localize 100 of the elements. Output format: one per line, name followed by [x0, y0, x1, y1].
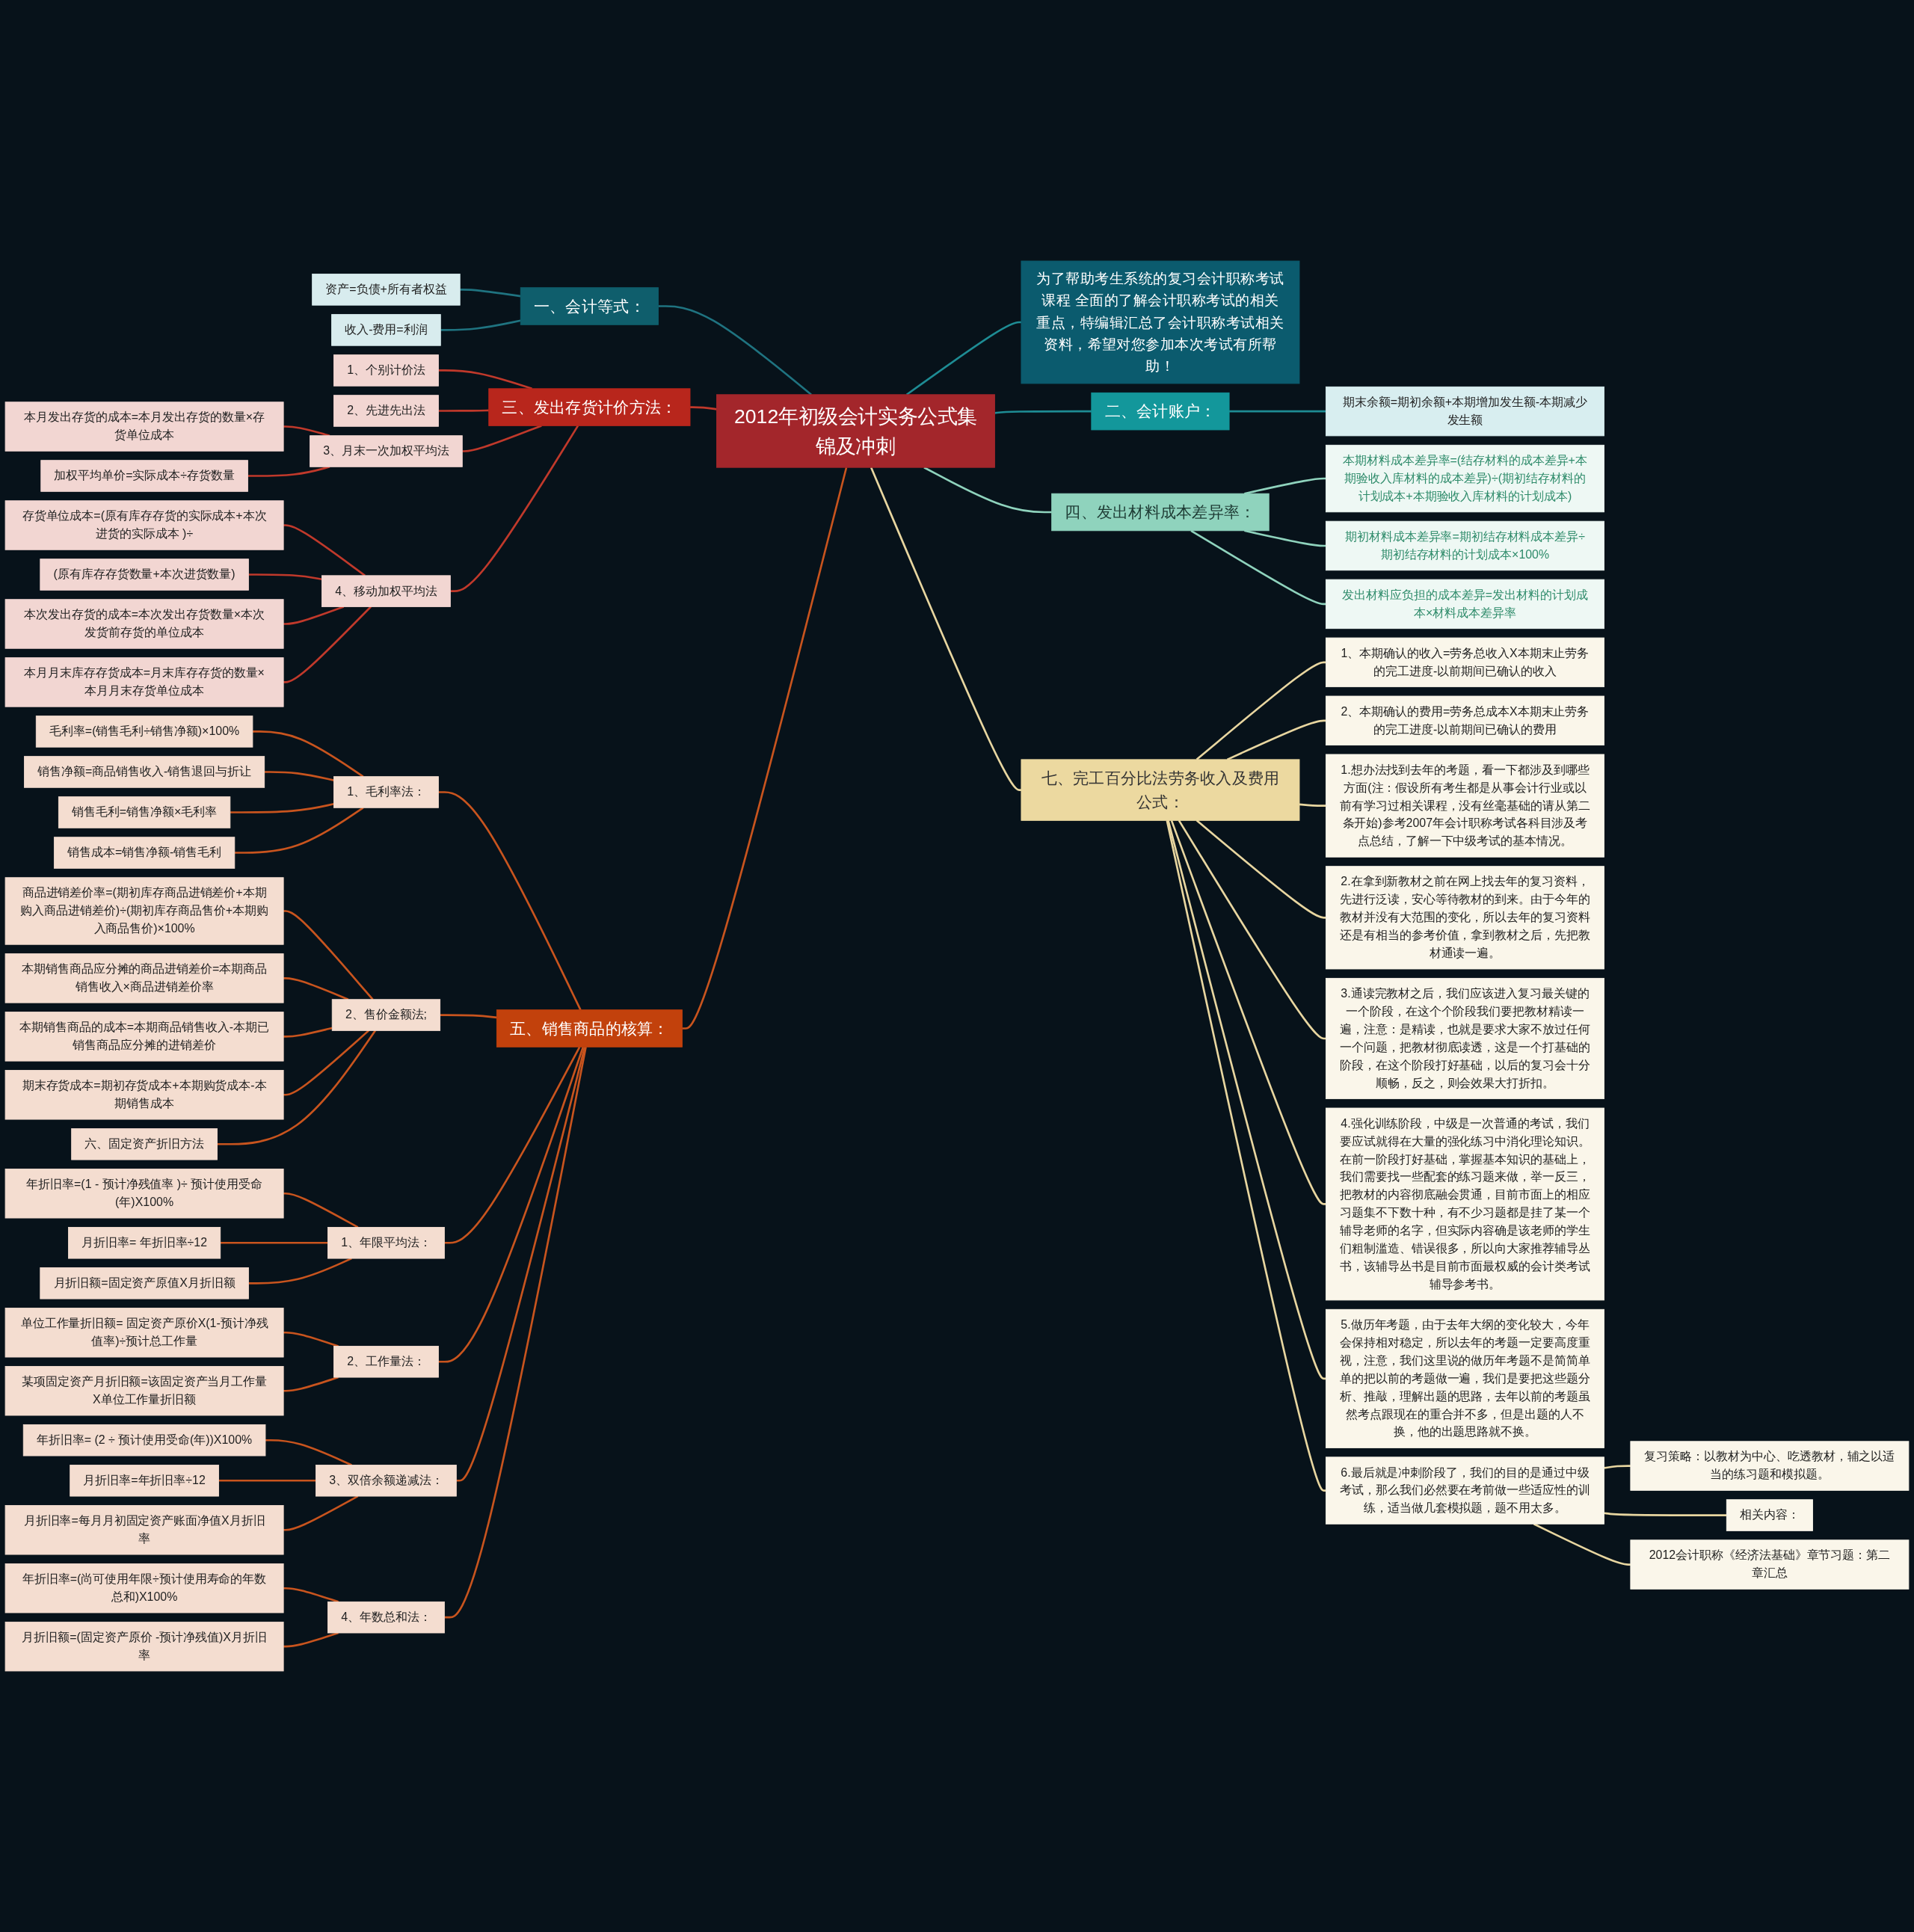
node-box — [1630, 1539, 1910, 1590]
node-box — [1325, 1308, 1604, 1448]
node-box — [331, 314, 441, 346]
connector — [1196, 661, 1326, 760]
connector — [1170, 819, 1326, 1205]
node-box — [333, 1346, 439, 1378]
node-box — [496, 1009, 683, 1047]
connector — [283, 1192, 359, 1228]
connector — [247, 466, 330, 477]
node-box — [4, 1563, 284, 1613]
connector — [283, 977, 349, 1000]
connector — [220, 1241, 328, 1244]
connector — [690, 406, 717, 410]
node-box — [1325, 520, 1604, 571]
connector — [234, 807, 364, 854]
connector — [248, 573, 322, 581]
node-box — [327, 1227, 445, 1259]
connector — [438, 409, 489, 412]
node-box — [4, 1308, 284, 1358]
connector — [444, 1047, 587, 1619]
connector — [438, 791, 582, 1011]
node-box — [53, 837, 236, 869]
node-box — [1325, 1107, 1604, 1301]
connector — [283, 1027, 333, 1038]
node-box — [1051, 493, 1270, 532]
connector — [218, 1479, 316, 1482]
node-box — [1726, 1499, 1813, 1531]
connector — [994, 410, 1092, 414]
connector — [658, 305, 812, 396]
node-box — [333, 395, 439, 427]
node-box — [35, 716, 253, 748]
node-box — [70, 1465, 219, 1497]
node-box — [327, 1601, 445, 1634]
connector — [1533, 1523, 1631, 1566]
node-box — [4, 1621, 284, 1672]
connector — [1196, 819, 1326, 919]
connector — [283, 425, 330, 437]
node-box — [71, 1128, 218, 1160]
connector — [870, 467, 1022, 791]
connector — [283, 524, 366, 576]
node-box — [321, 575, 451, 607]
node-box — [333, 354, 439, 387]
node-box — [1325, 977, 1604, 1100]
node-box — [1021, 260, 1300, 384]
node-box — [40, 1267, 249, 1299]
node-box — [1325, 386, 1604, 437]
node-box — [333, 776, 439, 808]
node-box — [1325, 866, 1604, 970]
node-box — [312, 274, 461, 306]
node-box — [1630, 1441, 1910, 1491]
node-box — [4, 877, 284, 945]
connector — [1244, 477, 1326, 495]
connector — [1190, 529, 1326, 606]
connector — [1299, 803, 1326, 807]
connector — [440, 319, 521, 331]
node-box — [4, 500, 284, 550]
node-box — [1325, 695, 1604, 746]
node-box — [1325, 579, 1604, 630]
node-box — [716, 394, 995, 468]
node-box — [22, 1424, 266, 1456]
node-box — [4, 953, 284, 1003]
connector — [283, 1376, 339, 1392]
node-box — [58, 796, 231, 828]
node-box — [4, 1012, 284, 1062]
node-box — [4, 657, 284, 707]
node-box — [4, 1169, 284, 1219]
node-box — [1325, 444, 1604, 513]
node-box — [4, 1366, 284, 1416]
connector — [1178, 819, 1326, 1040]
node-box — [1325, 637, 1604, 688]
node-box — [40, 460, 248, 492]
connector — [252, 730, 364, 778]
connector — [264, 771, 334, 781]
connector — [1166, 820, 1327, 1492]
node-box — [4, 599, 284, 649]
connector — [283, 1030, 369, 1096]
node-box — [310, 435, 463, 467]
connector — [1604, 1465, 1631, 1469]
connector — [440, 1014, 497, 1019]
connector — [444, 1046, 581, 1244]
node-box — [1325, 1456, 1604, 1525]
node-box — [316, 1465, 457, 1497]
connector — [905, 321, 1021, 396]
connector — [462, 425, 542, 452]
node-box — [488, 388, 691, 426]
connector — [217, 1030, 377, 1145]
connector — [438, 1046, 585, 1363]
connector — [1167, 820, 1326, 1380]
node-box — [1091, 392, 1230, 431]
connector — [283, 910, 374, 1000]
connector — [283, 606, 345, 625]
connector — [456, 1046, 586, 1482]
connector — [283, 606, 372, 683]
node-box — [331, 999, 441, 1031]
connector — [1604, 1512, 1727, 1516]
connector — [460, 289, 521, 298]
node-box — [4, 1505, 284, 1555]
node-box — [24, 756, 265, 788]
connector — [1229, 410, 1326, 413]
node-box — [4, 1070, 284, 1120]
